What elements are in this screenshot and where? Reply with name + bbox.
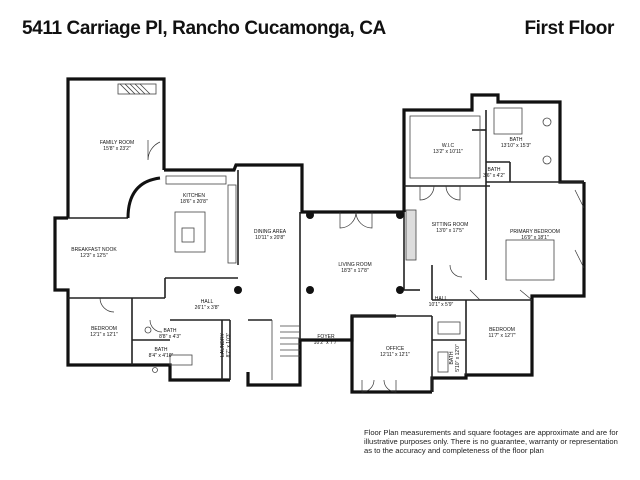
room-name: FOYER xyxy=(317,334,335,340)
room-dimensions: 18'3" x 17'8" xyxy=(341,268,369,274)
disclaimer-text: Floor Plan measurements and square foota… xyxy=(364,428,619,455)
room-name: FAMILY ROOM xyxy=(99,140,135,146)
room-name: BATH xyxy=(487,167,501,173)
room-dimensions: 3'6" x 4'2" xyxy=(483,173,505,179)
column-marker xyxy=(396,211,404,219)
room-hall: HALL 10'1" x 5'9" xyxy=(429,296,454,308)
room-dimensions: 10'11" x 20'8" xyxy=(255,235,285,241)
room-dimensions: 5'10" x 12'0" xyxy=(455,344,461,372)
interior-walls xyxy=(68,110,584,392)
room-dimensions: 12'3" x 12'5" xyxy=(80,253,108,259)
room-dimensions: 13'10" x 15'3" xyxy=(500,143,532,149)
room-dimensions: 10'2" x 7'7" xyxy=(313,340,339,346)
room-hall: HALL 26'1" x 3'8" xyxy=(195,299,220,311)
room-primary-bedroom: PRIMARY BEDROOM 16'9" x 18'1" xyxy=(510,229,560,241)
room-name: BEDROOM xyxy=(489,327,515,333)
room-dimensions: 13'0" x 17'5" xyxy=(436,228,464,234)
column-marker xyxy=(306,286,314,294)
exterior-walls xyxy=(53,77,586,394)
room-breakfast-nook: BREAKFAST NOOK 12'3" x 12'5" xyxy=(71,247,116,259)
room-dimensions: 13'2" x 10'11" xyxy=(433,149,463,155)
room-name: BATH xyxy=(509,137,523,143)
room-dimensions: 16'9" x 18'1" xyxy=(521,235,549,241)
door-swings xyxy=(99,140,585,393)
column-marker xyxy=(396,286,404,294)
column-marker xyxy=(306,211,314,219)
room-name: HALL xyxy=(200,299,214,305)
columns xyxy=(234,211,404,294)
room-bath: BATH 8'8" x 4'3" xyxy=(159,328,181,340)
room-name: BEDROOM xyxy=(91,326,117,332)
room-bedroom: BEDROOM 11'7" x 12'7" xyxy=(488,327,515,339)
room-bath: BATH 8'4" x 4'10" xyxy=(149,347,174,359)
room-dimensions: 18'6" x 20'8" xyxy=(180,199,208,205)
room-bedroom: BEDROOM 12'1" x 12'1" xyxy=(90,326,117,338)
room-foyer: FOYER 10'2" x 7'7" xyxy=(314,334,339,346)
built-in-fixtures xyxy=(117,83,555,380)
room-name: LIVING ROOM xyxy=(338,262,372,268)
room-dimensions: 11'7" x 12'7" xyxy=(488,333,516,339)
room-dining-area: DINING AREA 10'11" x 20'8" xyxy=(254,229,286,241)
room-dimensions: 15'8" x 23'2" xyxy=(103,146,131,152)
room-dimensions: 8'7" x 10'3" xyxy=(226,332,232,358)
room-name: HALL xyxy=(434,296,448,302)
room-primary-bath: BATH 13'10" x 15'3" xyxy=(501,137,531,149)
room-office: OFFICE 12'11" x 12'1" xyxy=(380,346,410,358)
room-dimensions: 10'1" x 5'9" xyxy=(428,302,454,308)
room-name: W.I.C xyxy=(441,143,455,149)
room-name: OFFICE xyxy=(385,346,405,352)
room-name: KITCHEN xyxy=(183,193,205,199)
room-name: BREAKFAST NOOK xyxy=(71,247,117,253)
room-name: BATH xyxy=(163,328,177,334)
room-name: SITTING ROOM xyxy=(431,222,469,228)
floor-label: First Floor xyxy=(524,18,614,39)
room-dimensions: 12'11" x 12'1" xyxy=(380,352,410,358)
room-wic: W.I.C 13'2" x 10'11" xyxy=(433,143,463,155)
room-family-room: FAMILY ROOM 15'8" x 23'2" xyxy=(100,140,134,152)
property-address: 5411 Carriage Pl, Rancho Cucamonga, CA xyxy=(22,18,386,39)
room-sitting-room: SITTING ROOM 13'0" x 17'5" xyxy=(432,222,469,234)
room-living-room: LIVING ROOM 18'3" x 17'8" xyxy=(338,262,371,274)
room-name: DINING AREA xyxy=(253,229,287,235)
room-kitchen: KITCHEN 18'6" x 20'8" xyxy=(180,193,207,205)
room-laundry: LAUNDRY 8'7" x 10'3" xyxy=(220,333,232,358)
room-name: BATH xyxy=(154,347,168,353)
room-dimensions: 12'1" x 12'1" xyxy=(90,332,118,338)
room-dimensions: 26'1" x 3'8" xyxy=(194,305,220,311)
column-marker xyxy=(234,286,242,294)
room-name: PRIMARY BEDROOM xyxy=(510,229,560,235)
room-dimensions: 8'8" x 4'3" xyxy=(159,334,181,340)
room-bath: BATH 5'10" x 12'0" xyxy=(449,344,461,371)
room-dimensions: 8'4" x 4'10" xyxy=(148,353,174,359)
room-bath: BATH 3'6" x 4'2" xyxy=(483,167,505,179)
